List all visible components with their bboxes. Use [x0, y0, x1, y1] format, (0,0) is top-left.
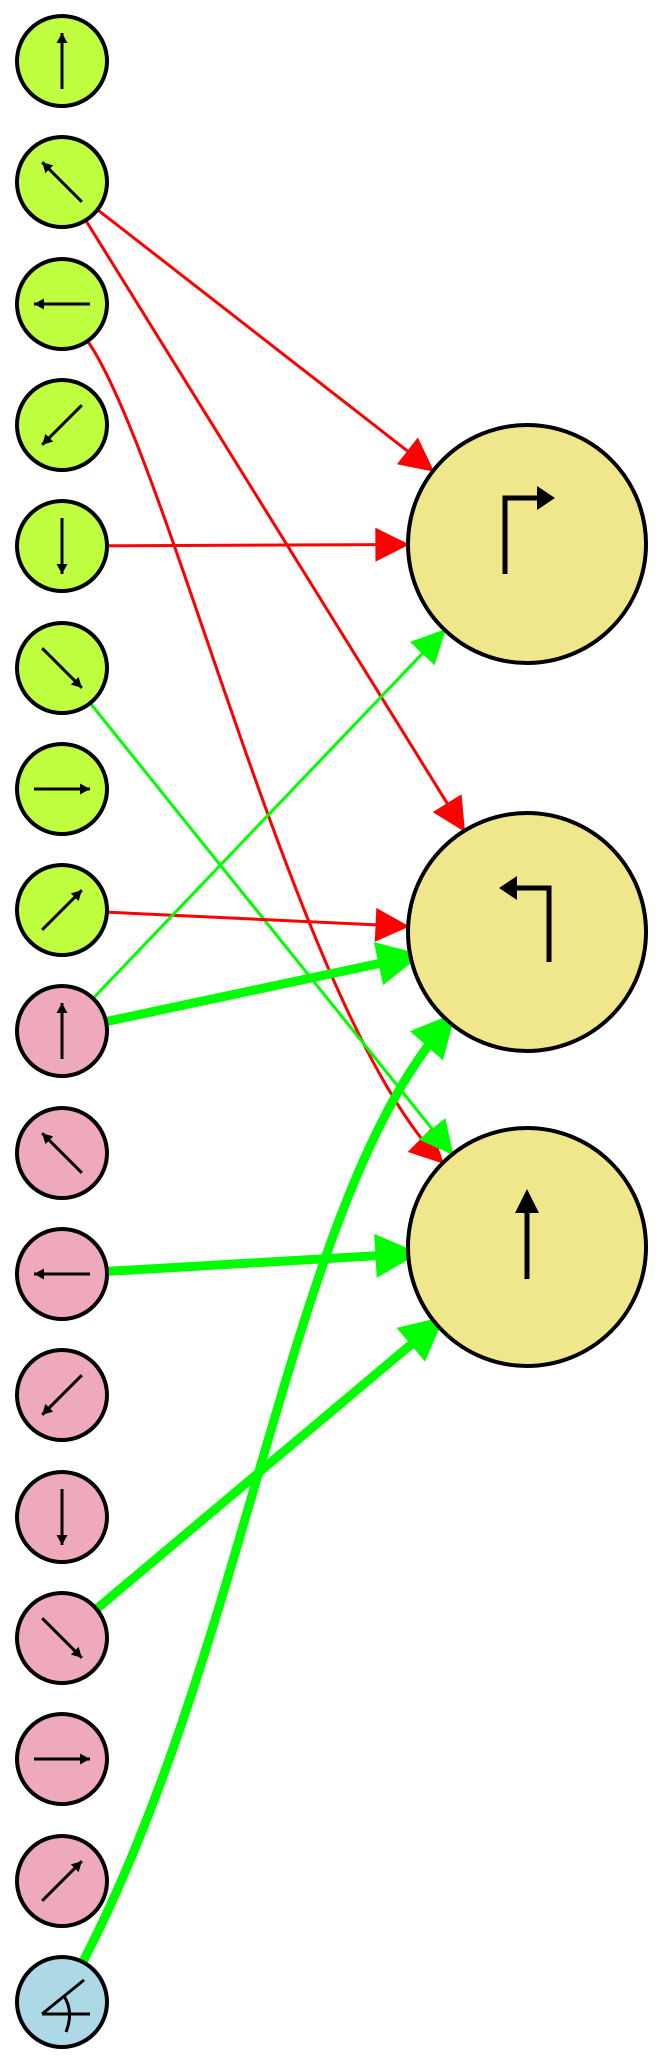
input-node-angle	[15, 1955, 109, 2049]
edge-b-up-to-turn-left	[105, 942, 422, 1027]
edge-b-left-to-forward	[106, 1233, 420, 1278]
arrow-down-right-icon	[41, 647, 83, 689]
turn-right-icon	[502, 486, 555, 574]
edge-a-left-to-forward	[86, 340, 444, 1164]
edge-a-up-left-to-turn-left	[84, 219, 466, 833]
output-node-turn-right	[406, 423, 648, 665]
input-node-b-right	[15, 1712, 109, 1806]
edge-b-down-right-to-forward	[93, 1316, 445, 1613]
nodes	[15, 14, 648, 2049]
input-node-a-down-right	[15, 621, 109, 715]
arrow-up-icon	[56, 1003, 68, 1059]
arrow-up-icon	[56, 33, 68, 89]
input-node-a-down-left	[15, 378, 109, 472]
arrow-down-left-icon	[41, 404, 83, 446]
input-node-b-down-left	[15, 1348, 109, 1442]
edge-a-down-to-turn-right	[106, 527, 410, 562]
edges	[78, 208, 466, 1965]
turn-left-icon	[499, 876, 552, 962]
input-node-b-up-right	[15, 1834, 109, 1928]
edge-a-up-left-to-turn-right	[96, 208, 435, 472]
input-node-b-up	[15, 984, 109, 1078]
edge-a-up-right-to-turn-left	[106, 907, 410, 942]
input-node-a-down	[15, 499, 109, 593]
arrow-right-icon	[34, 1753, 90, 1765]
arrow-left-icon	[34, 1268, 90, 1280]
arrow-up-right-icon	[41, 1860, 83, 1902]
input-node-b-up-left	[15, 1106, 109, 1200]
input-node-a-up	[15, 14, 109, 108]
input-node-b-down-right	[15, 1591, 109, 1685]
angle-icon	[41, 1978, 90, 2033]
output-node-forward	[406, 1126, 648, 1368]
input-node-b-left	[15, 1227, 109, 1321]
arrow-up-left-icon	[41, 161, 83, 203]
edge-b-up-to-turn-right	[91, 629, 446, 1000]
forward-icon	[515, 1189, 539, 1279]
arrow-up-right-icon	[41, 889, 83, 931]
input-node-b-down	[15, 1470, 109, 1564]
arrow-right-icon	[34, 783, 90, 795]
edge-angle-to-turn-left	[78, 1012, 456, 1965]
arrow-up-left-icon	[41, 1132, 83, 1174]
arrow-down-right-icon	[41, 1617, 83, 1659]
input-node-a-left	[15, 257, 109, 351]
input-node-a-up-left	[15, 135, 109, 229]
arrow-left-icon	[34, 298, 90, 310]
input-node-a-up-right	[15, 863, 109, 957]
edge-a-down-right-to-forward	[89, 702, 454, 1156]
arrow-down-left-icon	[41, 1374, 83, 1416]
arrow-down-icon	[56, 518, 68, 574]
input-node-a-right	[15, 742, 109, 836]
output-node-turn-left	[406, 811, 648, 1053]
arrow-down-icon	[56, 1489, 68, 1545]
